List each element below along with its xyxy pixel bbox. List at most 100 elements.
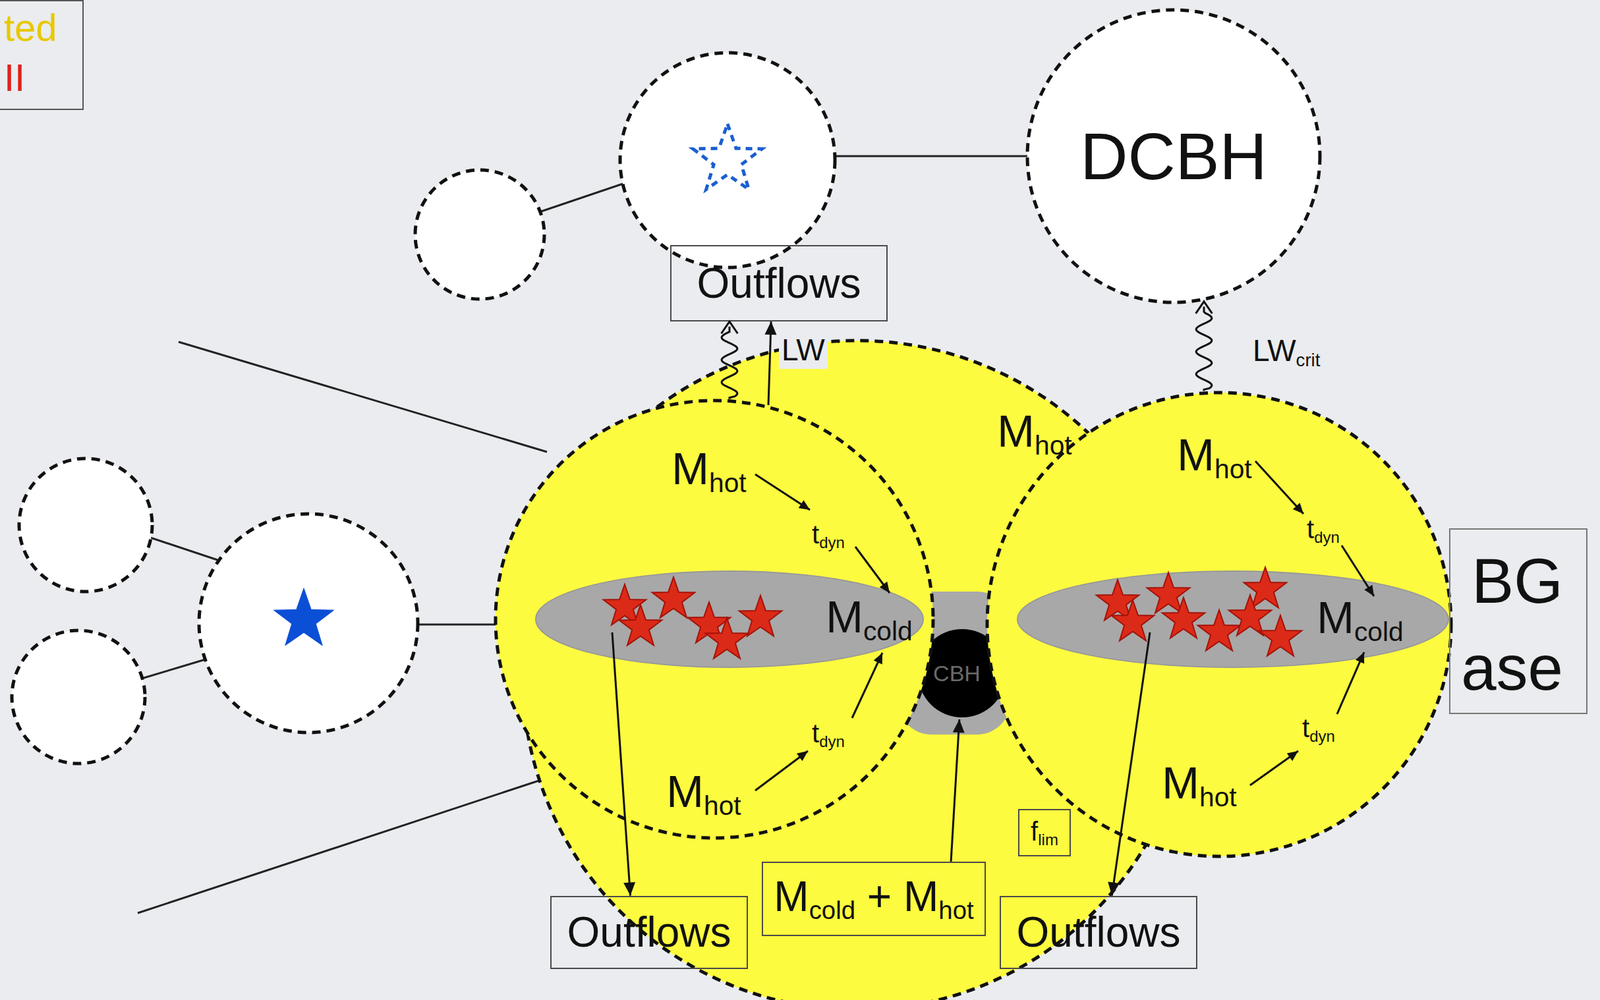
tree-branch — [137, 778, 547, 914]
subscript: hot — [1214, 454, 1253, 486]
subscript: cold — [863, 616, 913, 648]
node-text: DCBH — [1080, 116, 1267, 196]
cooling-arrow-head — [1355, 652, 1365, 665]
connector — [764, 321, 777, 406]
pop2-star — [1259, 615, 1303, 657]
pop2-star — [619, 604, 663, 646]
subscript: hot — [1034, 430, 1073, 462]
cooling-arrow — [1341, 545, 1374, 597]
node-text: flim — [1030, 815, 1059, 851]
circle-outline — [987, 392, 1452, 857]
text-box: Outflows — [999, 896, 1198, 970]
node-text: Outflows — [697, 258, 862, 310]
tree-branch — [834, 155, 1029, 158]
subscript: crit — [1296, 349, 1321, 371]
node-text: Mhot — [1176, 428, 1252, 486]
tree-branch — [148, 537, 218, 561]
node-text: Mcold — [1316, 591, 1404, 649]
node-text: Outflows — [1016, 907, 1181, 959]
text-holder: Outflows — [1016, 907, 1181, 959]
cooling-arrow-head — [796, 751, 808, 762]
text-holder: Mcold — [1316, 591, 1404, 649]
pop2-star — [739, 595, 783, 637]
pop3-star — [273, 588, 334, 646]
text-holder: Mhot — [997, 404, 1072, 462]
cooling-arrow-head — [1364, 585, 1374, 597]
text-holder: CBH — [933, 660, 981, 688]
halo-circle: MhottdynMcoldtdynMhot — [493, 398, 936, 841]
edge-label: LW — [778, 332, 828, 369]
gas-disk — [535, 571, 924, 668]
connector-line — [950, 719, 960, 862]
subscript: dyn — [1314, 528, 1340, 547]
pop2-star — [1198, 610, 1241, 652]
text-holder: Mhot — [671, 442, 746, 500]
text-holder: tdyn — [811, 518, 845, 553]
connector — [612, 632, 636, 897]
subscript: hot — [709, 468, 747, 499]
text-box: BG ase — [1449, 528, 1588, 715]
text-holder: flim — [1030, 815, 1059, 851]
pop2-star — [1111, 600, 1155, 642]
tree-branch — [178, 342, 547, 453]
node-text: Mcold + Mhot — [773, 871, 974, 926]
cooling-arrow-head — [873, 653, 883, 665]
node-text: ted — [3, 4, 58, 51]
node-text: II — [3, 54, 26, 101]
arrow-head — [952, 719, 965, 733]
pop2-star — [705, 618, 749, 659]
node-text: Mhot — [1161, 756, 1237, 814]
box-outline — [550, 896, 748, 969]
subscript: dyn — [819, 732, 845, 751]
circle-outline — [1027, 9, 1320, 303]
cooling-arrow — [852, 653, 883, 719]
cooling-arrow — [755, 474, 810, 511]
cooling-arrow — [1250, 751, 1299, 786]
halo-circle — [620, 52, 835, 268]
text-box: Outflows — [670, 245, 888, 322]
node-text: tdyn — [811, 717, 845, 752]
subscript: lim — [1037, 830, 1059, 849]
cooling-arrow-head — [1286, 751, 1299, 762]
cooling-arrow-head — [798, 500, 810, 511]
text-holder: Mcold — [825, 590, 913, 648]
node-text: Outflows — [567, 907, 732, 959]
node-text: BG ase — [1437, 537, 1564, 712]
text-box: Outflows — [550, 896, 748, 970]
text-holder: Mhot — [1176, 428, 1252, 486]
text-holder: Mhot — [666, 765, 741, 823]
cooling-arrow — [1255, 461, 1304, 515]
subscript: cold — [1354, 617, 1404, 648]
node-text: tdyn — [1306, 513, 1340, 548]
cooling-arrow-head — [879, 581, 890, 594]
connector — [721, 321, 739, 400]
node-text: tdyn — [1302, 712, 1336, 747]
arrow-head — [764, 321, 777, 335]
node-text: Mcold — [825, 590, 913, 648]
text-holder: ted — [3, 4, 58, 51]
connector-line — [1111, 632, 1150, 897]
arrow-head — [1107, 882, 1120, 897]
cooling-arrow — [855, 546, 890, 594]
halo-circle — [415, 170, 545, 300]
subscript: hot — [1199, 782, 1237, 814]
arrow-head — [623, 882, 636, 897]
pop3-star-outline — [693, 123, 763, 190]
gas-disk — [1017, 571, 1449, 668]
text-box: flim — [1018, 809, 1071, 857]
pop2-star — [652, 577, 696, 619]
subscript: dyn — [819, 533, 845, 552]
cooling-arrow — [755, 751, 808, 791]
text-holder: BG ase — [1437, 537, 1564, 712]
connector-line — [612, 632, 631, 897]
subscript: hot — [938, 896, 974, 925]
text-holder: tdyn — [811, 717, 845, 752]
radiation-wave — [721, 326, 738, 400]
arrow-head — [1196, 301, 1213, 314]
halo-circle — [11, 630, 145, 764]
text-holder: LW — [778, 332, 828, 369]
text-holder: Mcold + Mhot — [773, 871, 974, 926]
pop2-star — [1228, 595, 1272, 636]
connector — [1196, 301, 1213, 392]
